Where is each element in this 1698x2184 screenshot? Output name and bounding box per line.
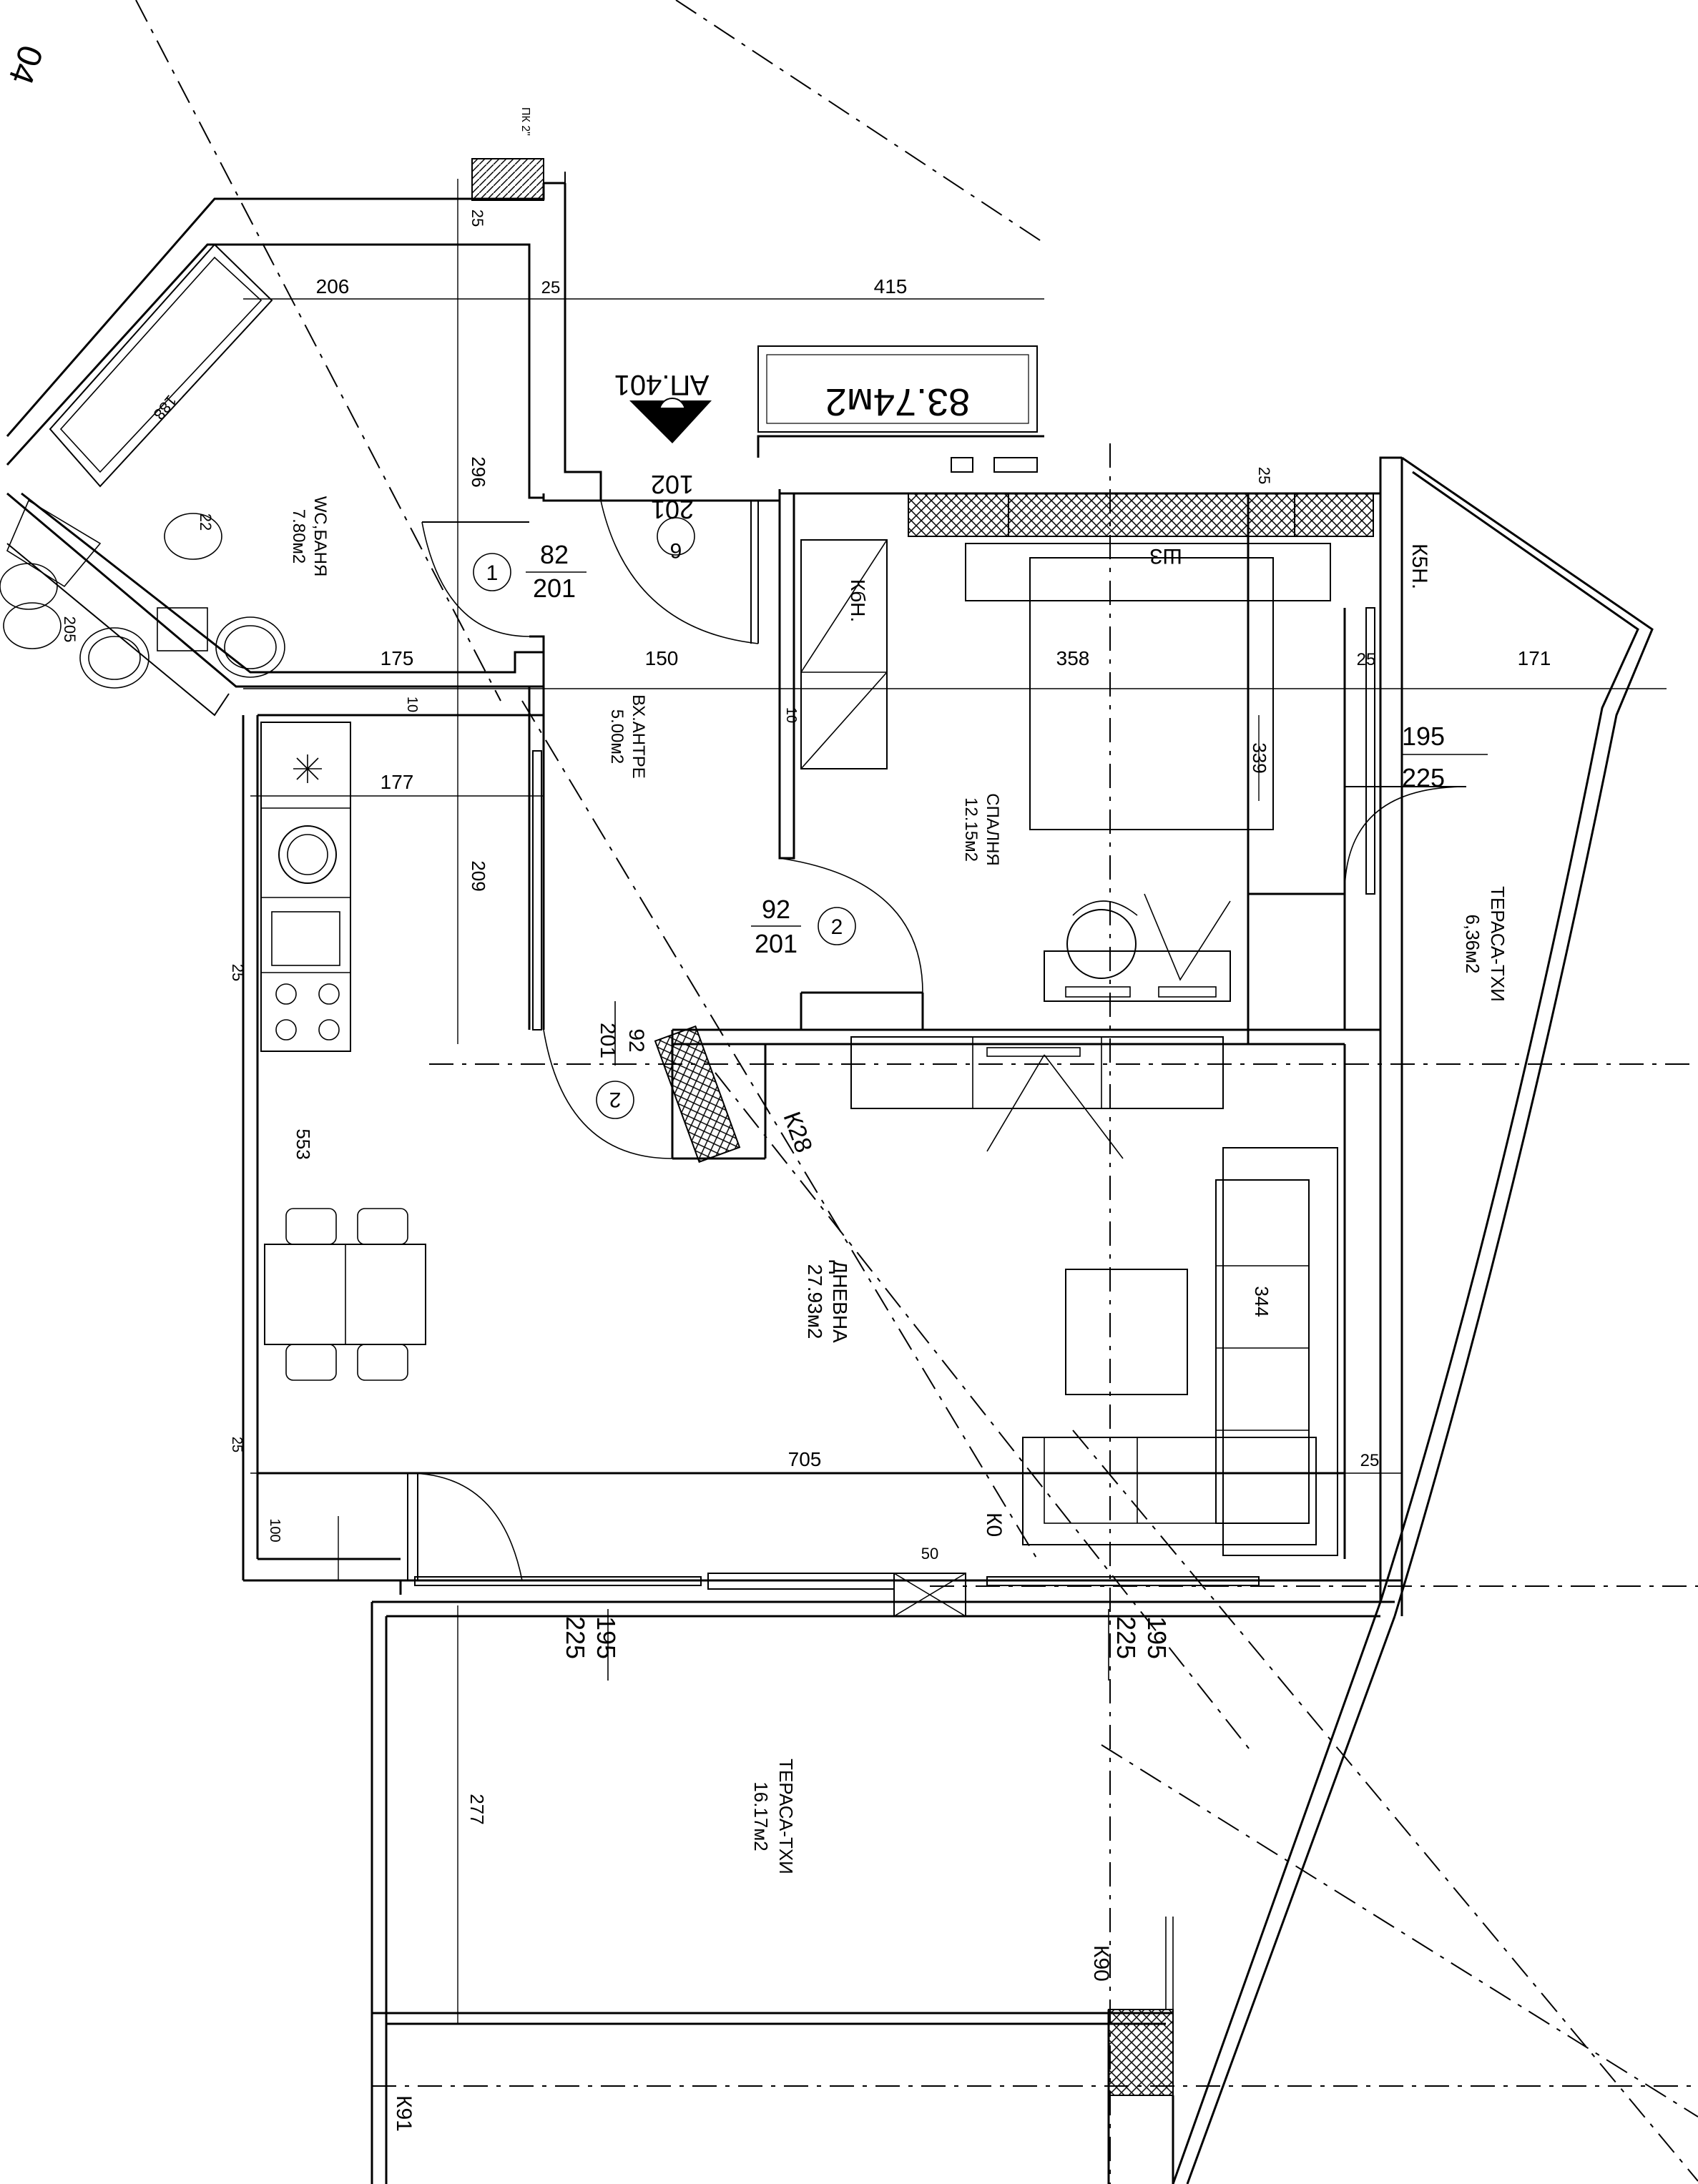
area-box <box>757 345 1038 433</box>
room-bathroom-name: WC,БАНЯ <box>310 496 330 577</box>
dim-205: 205 <box>61 616 79 643</box>
window-bottom1-w: 195 <box>592 1616 621 1659</box>
door2a-num: 2 <box>831 915 843 939</box>
dim-171: 171 <box>1518 647 1551 669</box>
chimney-block <box>471 158 544 201</box>
dim-100: 100 <box>267 1518 283 1542</box>
room-terrace-bottom-area: 16.17м2 <box>750 1781 772 1851</box>
label-corner: 04 <box>1 40 49 89</box>
door1-h: 201 <box>533 574 576 603</box>
dim-25g: 25 <box>1255 467 1273 484</box>
room-entrance-area: 5.00м2 <box>607 709 627 764</box>
window-right-h: 225 <box>1402 763 1445 792</box>
living-furniture <box>260 722 1338 1556</box>
dim-206: 206 <box>316 275 350 297</box>
label-k91: К91 <box>392 2095 416 2132</box>
room-bedroom-name: СПАЛНЯ <box>983 793 1002 866</box>
dim-25f: 25 <box>229 1437 245 1452</box>
dim-25c: 25 <box>1357 650 1376 669</box>
window-right-w: 195 <box>1402 722 1445 751</box>
dim-175: 175 <box>381 647 414 669</box>
dim-415: 415 <box>874 275 908 297</box>
dimension-lines <box>243 179 1667 2024</box>
dim-339: 339 <box>1249 742 1270 773</box>
dim-10a: 10 <box>404 697 420 712</box>
room-bathroom-area: 7.80м2 <box>289 509 308 564</box>
door6-num: 6 <box>670 538 682 562</box>
window-bottom2-w: 195 <box>1142 1616 1172 1659</box>
room-terrace-bottom-name: ТЕРАСА-ТХИ <box>775 1758 797 1874</box>
dim-296: 296 <box>468 456 489 487</box>
right-terrace <box>1172 456 1654 2184</box>
north-arrow-icon <box>629 398 712 443</box>
room-terrace-right-area: 6,36м2 <box>1462 915 1483 974</box>
apartment-area: 83.74м2 <box>825 380 970 423</box>
dim-553: 553 <box>293 1128 314 1159</box>
door6-h: 201 <box>651 495 694 524</box>
wardrobe-top-label: ШЗ <box>1149 544 1182 568</box>
apartment-label: АП.401 <box>614 369 710 400</box>
dim-25a: 25 <box>541 278 561 297</box>
door2b-h: 201 <box>596 1023 619 1058</box>
dim-344: 344 <box>1251 1286 1272 1317</box>
door-tags <box>473 517 1488 1681</box>
label-k5n: К5Н. <box>1408 543 1431 589</box>
dim-277: 277 <box>466 1794 488 1824</box>
label-pk: ПК 2" <box>519 107 531 136</box>
bathroom-walls <box>0 158 602 717</box>
window-bottom2-h: 225 <box>1111 1616 1141 1659</box>
wardrobe-side-label: КбН. <box>847 579 869 622</box>
dim-705: 705 <box>788 1448 822 1470</box>
door1-w: 82 <box>540 540 569 569</box>
label-k90: К90 <box>1089 1945 1113 1982</box>
dim-25b: 25 <box>468 210 486 227</box>
bottom-terrace <box>370 1600 1395 2184</box>
dim-188: 188 <box>149 392 180 423</box>
bedroom-furniture <box>800 539 1331 1002</box>
window-bottom1-h: 225 <box>561 1616 590 1659</box>
room-entrance-name: ВХ.АНТРЕ <box>629 694 648 779</box>
door2a-h: 201 <box>755 929 798 958</box>
door2a-w: 92 <box>762 895 790 924</box>
dim-10b: 10 <box>783 707 799 723</box>
dim-25d: 25 <box>229 964 247 981</box>
dim-22: 22 <box>197 513 215 531</box>
room-living-name: ДНЕВНА <box>829 1260 851 1343</box>
room-terrace-right-name: ТЕРАСА-ТХИ <box>1487 886 1508 1002</box>
hatched-elements <box>654 457 1374 1164</box>
dim-209: 209 <box>468 860 489 891</box>
door6-w: 102 <box>651 470 694 499</box>
dim-358: 358 <box>1056 647 1090 669</box>
label-k28: К28 <box>777 1108 817 1156</box>
axis-lines <box>135 0 1698 2184</box>
dim-177: 177 <box>381 771 414 793</box>
door2b-w: 92 <box>624 1028 648 1052</box>
label-k0: К0 <box>982 1512 1006 1537</box>
room-bedroom-area: 12.15м2 <box>961 797 981 862</box>
room-living-area: 27.93м2 <box>804 1264 826 1339</box>
door2b-num: 2 <box>609 1088 622 1111</box>
dim-150: 150 <box>645 647 679 669</box>
door1-num: 1 <box>486 561 499 585</box>
label-w50: 50 <box>921 1545 938 1563</box>
dim-25e: 25 <box>1360 1451 1380 1470</box>
